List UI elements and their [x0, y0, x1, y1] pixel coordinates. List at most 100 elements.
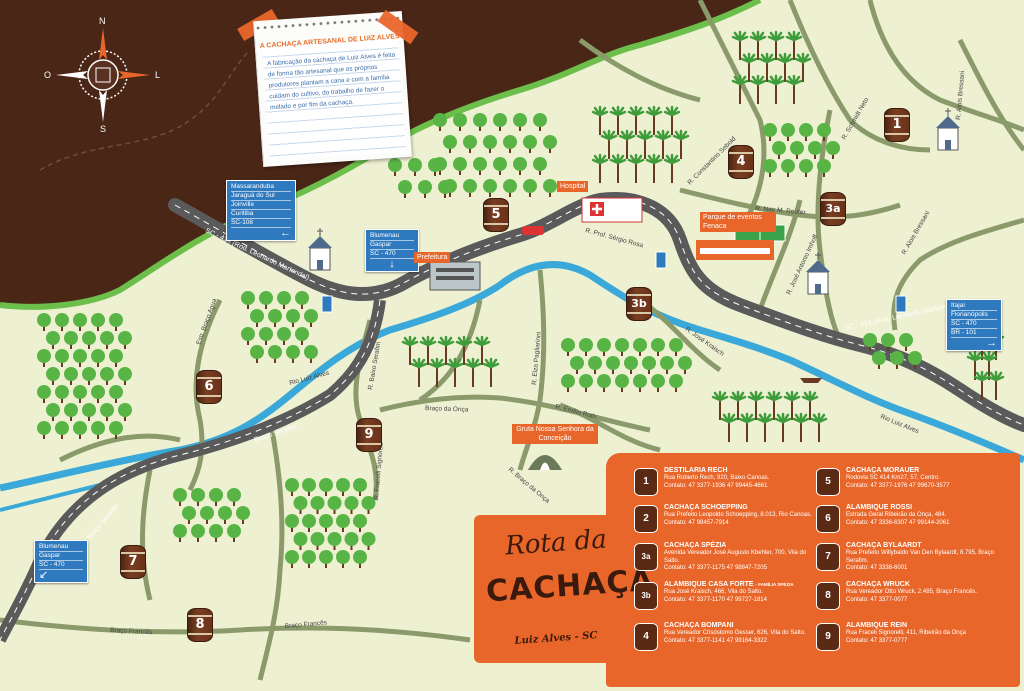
legend-number-badge: 5: [816, 468, 840, 496]
label-r-baixo-canoas: Estr. Braço Agua: [195, 297, 218, 345]
tree-icon: [73, 313, 87, 331]
label-braco-serafim: Braço Serafim: [253, 423, 298, 443]
barrel-marker-7[interactable]: 7: [120, 545, 146, 579]
palm-icon: [645, 153, 663, 183]
legend-contact: Contato: 47 3377-1170 47 99727-1814: [664, 596, 767, 603]
tree-icon: [428, 158, 442, 176]
legend-name: CACHAÇA BYLAARDT: [846, 542, 922, 549]
tag-hospital: Hospital: [557, 181, 589, 192]
palm-icon: [591, 153, 609, 183]
palm-icon: [720, 412, 738, 442]
tree-icon: [523, 135, 537, 153]
arrow-left-icon: ←: [280, 227, 291, 239]
barrel-marker-8[interactable]: 8: [187, 608, 213, 642]
tree-icon: [543, 179, 557, 197]
palm-icon: [765, 390, 783, 420]
tree-icon: [109, 349, 123, 367]
sign-line: Massaranduba: [231, 183, 291, 192]
sign-line: Curitiba: [231, 210, 291, 219]
legend-name: ALAMBIQUE ROSSI: [846, 504, 913, 511]
legend-contact: Contato: 47 3377-1936 47 99445-4661: [664, 482, 768, 489]
palm-icon: [410, 357, 428, 387]
tree-icon: [453, 157, 467, 175]
tree-icon: [763, 123, 777, 141]
tree-icon: [118, 331, 132, 349]
tree-icon: [669, 374, 683, 392]
tree-icon: [259, 327, 273, 345]
tree-icon: [361, 496, 376, 514]
tree-icon: [55, 385, 69, 403]
tree-icon: [109, 385, 123, 403]
tree-icon: [543, 135, 557, 153]
tree-icon: [533, 113, 547, 131]
tree-icon: [319, 514, 333, 532]
tree-icon: [118, 367, 132, 385]
barrel-marker-3b[interactable]: 3b: [626, 287, 652, 321]
tree-icon: [293, 496, 308, 514]
barrel-marker-6[interactable]: 6: [196, 370, 222, 404]
tree-icon: [503, 135, 517, 153]
sign-line: Blumenau: [39, 543, 83, 552]
barrel-marker-5[interactable]: 5: [483, 198, 509, 232]
sign-line: Itajaí: [951, 302, 997, 311]
tree-icon: [91, 313, 105, 331]
tree-icon: [624, 356, 638, 374]
legend-contact: Contato: 47 3338-6001: [846, 565, 908, 572]
label-rio-luiz-alves-2: Rio Luiz Alves: [879, 413, 920, 435]
tree-icon: [55, 349, 69, 367]
tree-icon: [398, 180, 412, 198]
tree-icon: [100, 367, 114, 385]
note-body: A fabricação da cachaça de Luiz Alves é …: [266, 51, 396, 112]
tree-icon: [344, 496, 359, 514]
tree-icon: [388, 158, 402, 176]
tree-icon: [191, 524, 205, 542]
tree-icon: [890, 351, 904, 369]
legend-number-badge: 4: [634, 623, 658, 651]
label-r-nair: R. Nair M. Reuter: [755, 205, 807, 216]
legend-number-badge: 8: [816, 582, 840, 610]
legend-address: Rua Roberto Rech, 920, Baixo Canoas.: [664, 475, 770, 481]
tree-icon: [615, 338, 629, 356]
tree-icon: [285, 478, 299, 496]
tree-icon: [73, 349, 87, 367]
palm-icon: [738, 412, 756, 442]
barrel-marker-3a[interactable]: 3a: [820, 192, 846, 226]
tree-icon: [319, 550, 333, 568]
sign-line: Gaspar: [370, 241, 414, 250]
tree-icon: [173, 488, 187, 506]
tree-icon: [304, 309, 318, 327]
arrow-down-left-icon: ↙: [39, 569, 49, 581]
tree-icon: [781, 159, 795, 177]
tree-icon: [73, 421, 87, 439]
info-note: A CACHAÇA ARTESANAL DE LUIZ ALVES A fabr…: [253, 10, 412, 168]
tree-icon: [669, 338, 683, 356]
barrel-marker-1[interactable]: 1: [884, 108, 910, 142]
tree-icon: [285, 514, 299, 532]
legend-address: Rua Prefeito Willybaldo Van Den Bylaardt…: [846, 550, 994, 564]
tree-icon: [579, 374, 593, 392]
tree-icon: [118, 403, 132, 421]
tree-icon: [302, 478, 316, 496]
hospital-icon: [581, 197, 643, 223]
label-r-prof-sergio: R. Prof. Sérgio Rosa: [584, 227, 644, 249]
tree-icon: [109, 313, 123, 331]
barrel-marker-9[interactable]: 9: [356, 418, 382, 452]
tree-icon: [277, 327, 291, 345]
barrel-marker-4[interactable]: 4: [728, 145, 754, 179]
tree-icon: [100, 403, 114, 421]
tree-icon: [570, 356, 584, 374]
sign-line: BR - 101: [951, 329, 997, 338]
palm-icon: [731, 30, 749, 60]
palm-icon: [627, 105, 645, 135]
tree-icon: [353, 478, 367, 496]
palm-icon: [756, 412, 774, 442]
compass-o: O: [44, 70, 52, 80]
tag-gruta: Gruta Nossa Senhora da Conceição: [512, 424, 598, 444]
boat-icon: [800, 378, 822, 383]
legend-number-badge: 6: [816, 505, 840, 533]
tree-icon: [561, 338, 575, 356]
